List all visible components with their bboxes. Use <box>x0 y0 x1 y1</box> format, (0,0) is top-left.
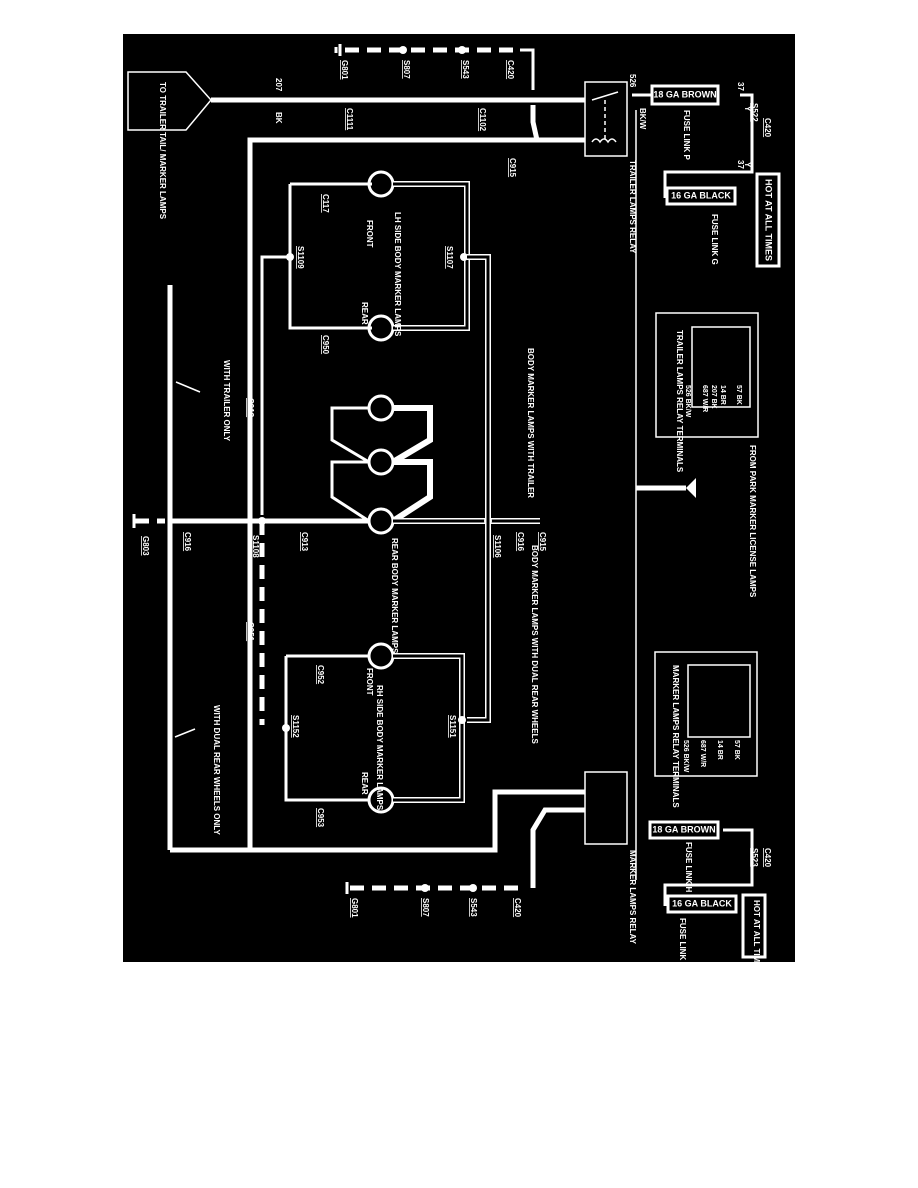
ground-g801-top: G801 <box>340 60 349 80</box>
svg-text:526 BK/W: 526 BK/W <box>682 740 689 773</box>
svg-text:FUSE LINK G: FUSE LINK G <box>678 918 687 962</box>
fuse-link-g-text-top: 16 GA BLACK <box>671 190 731 200</box>
wire-bkw-label: BK/W <box>638 108 647 130</box>
svg-text:C420: C420 <box>513 898 522 918</box>
wire-526-label: 526 <box>628 74 637 88</box>
rh-front-label: FRONT <box>365 668 374 696</box>
rear-body-label: REAR BODY MARKER LAMPS <box>390 538 399 654</box>
splice-s522: S522 <box>750 103 759 122</box>
note-with-dual-rear-wheels-only: WITH DUAL REAR WHEELS ONLY <box>212 705 221 835</box>
lh-side-label: LH SIDE BODY MARKER LAMPS <box>393 212 402 337</box>
trailer-lamps-relay <box>584 81 628 157</box>
splice-s1151: S1151 <box>448 715 457 738</box>
bottom-power-section: MARKER LAMPS RELAY 18 GA BROWN FUSE LINK… <box>170 771 772 974</box>
bottom-ground-section: G801 S807 S543 C420 <box>345 882 522 918</box>
marker-relay-terminals-box: MARKER LAMPS RELAY TERMINALS 57 BK 14 BR… <box>654 651 758 808</box>
wiring-diagram: HOT AT ALL TIMES 37 37 Y Y C420 S522 16 … <box>123 34 795 974</box>
svg-text:687 W/R: 687 W/R <box>699 740 706 767</box>
top-ground-section: G801 S807 S543 C420 <box>334 44 535 90</box>
wire-37-top <box>663 93 754 198</box>
svg-text:14 BR: 14 BR <box>719 385 726 405</box>
rh-side-label: RH SIDE BODY MARKER LAMPS <box>375 685 384 811</box>
connector-c420-ground-top: C420 <box>506 60 515 80</box>
ground-g801-bottom: G801 <box>350 898 359 918</box>
connector-c1111: C1111 <box>345 108 354 131</box>
connector-c951: C951 <box>246 622 255 642</box>
fuse-link-p-text: 18 GA BROWN <box>653 89 716 99</box>
to-trailer-label: TO TRAILER TAIL/ MARKER LAMPS <box>158 82 167 220</box>
wire-y-label: Y <box>743 162 752 168</box>
connector-c1102: C1102 <box>478 108 487 132</box>
note-with-trailer-section: BODY MARKER LAMPS WITH TRAILER <box>526 348 535 498</box>
connector-c952: C952 <box>316 665 325 685</box>
svg-text:16 GA BLACK: 16 GA BLACK <box>672 898 732 908</box>
svg-text:14 BR: 14 BR <box>716 740 723 760</box>
wire-37-label: 37 <box>736 160 745 169</box>
svg-text:C420: C420 <box>763 848 772 868</box>
hot-label-top: HOT AT ALL TIMES <box>764 179 774 261</box>
wire-y-label: Y <box>743 106 752 112</box>
wire-bk-label: BK <box>274 112 283 124</box>
svg-text:FUSE LINK H: FUSE LINK H <box>684 842 693 892</box>
arrow-trailer-only <box>175 381 201 393</box>
wire-57-trailer-ground <box>247 137 535 850</box>
svg-text:S543: S543 <box>469 898 478 917</box>
to-trailer-box <box>127 71 212 131</box>
hot-label-bottom: HOT AT ALL TIMES <box>752 900 761 962</box>
hot-at-all-times-box-top <box>755 172 781 268</box>
note-with-trailer-only: WITH TRAILER ONLY <box>222 360 231 442</box>
splice-s543-top: S543 <box>461 60 470 79</box>
connector-c916-rear: C916 <box>516 532 525 552</box>
svg-text:57 BK: 57 BK <box>735 385 742 405</box>
top-power-section: HOT AT ALL TIMES 37 37 Y Y C420 S522 16 … <box>584 74 781 880</box>
svg-text:207 BK: 207 BK <box>710 385 717 409</box>
connector-c915-rear: C915 <box>538 532 547 552</box>
splice-s1108: S1108 <box>251 535 260 558</box>
splice-s1107: S1107 <box>445 246 454 269</box>
connector-c950: C950 <box>321 335 330 355</box>
trailer-terminals-title: TRAILER LAMPS RELAY TERMINALS <box>675 330 684 473</box>
rh-side-body-marker-lamps: RH SIDE BODY MARKER LAMPS FRONT REAR S11… <box>282 642 466 828</box>
wire-37-label: 37 <box>736 82 745 91</box>
trailer-relay-terminals-box: TRAILER LAMPS RELAY TERMINALS 57 BK 14 B… <box>655 312 759 473</box>
trailer-relay-label: TRAILER LAMPS RELAY <box>628 160 637 254</box>
ground-g803: G803 <box>141 536 150 556</box>
lh-rear-label: REAR <box>360 302 369 325</box>
diagram-canvas: HOT AT ALL TIMES 37 37 Y Y C420 S522 16 … <box>123 34 795 974</box>
connector-c117: C117 <box>321 194 330 213</box>
splice-s1106: S1106 <box>493 535 502 558</box>
connector-c918: C918 <box>246 398 255 418</box>
lh-front-label: FRONT <box>365 220 374 248</box>
rear-body-marker-lamps: REAR BODY MARKER LAMPS S1106 S1108 C913 … <box>132 254 547 850</box>
connector-c913: C913 <box>300 532 309 552</box>
connector-c916-ground: C916 <box>183 532 192 552</box>
splice-s523: S523 <box>750 848 759 867</box>
splice-s1152: S1152 <box>291 715 300 738</box>
svg-text:18 GA BROWN: 18 GA BROWN <box>652 824 715 834</box>
splice-s807-top: S807 <box>402 60 411 79</box>
fuse-link-p-label: FUSE LINK P <box>682 110 691 160</box>
splice-s1109: S1109 <box>296 246 305 269</box>
svg-text:57 BK: 57 BK <box>733 740 740 760</box>
park-input-label: FROM PARK MARKER LICENSE LAMPS <box>748 445 757 598</box>
connector-c953: C953 <box>316 808 325 828</box>
arrow-dual-wheels-only <box>174 728 196 738</box>
trailer-output-section: TO TRAILER TAIL/ MARKER LAMPS 207 BK C11… <box>127 71 585 850</box>
wire-207-label: 207 <box>274 78 283 92</box>
connector-c420-top: C420 <box>763 118 772 138</box>
connector-c915-top: C915 <box>508 158 517 178</box>
marker-terminals-title: MARKER LAMPS RELAY TERMINALS <box>671 665 680 808</box>
note-dual-wheels-section: BODY MARKER LAMPS WITH DUAL REAR WHEELS <box>530 545 539 744</box>
rh-rear-label: REAR <box>360 772 369 795</box>
svg-text:526 BK/W: 526 BK/W <box>684 385 691 418</box>
marker-relay-label: MARKER LAMPS RELAY <box>628 850 637 945</box>
fuse-link-g-label-top: FUSE LINK G <box>710 214 719 265</box>
svg-text:687 W/R: 687 W/R <box>701 385 708 412</box>
svg-text:S807: S807 <box>421 898 430 917</box>
fuse-link-g-box-top <box>665 186 737 206</box>
